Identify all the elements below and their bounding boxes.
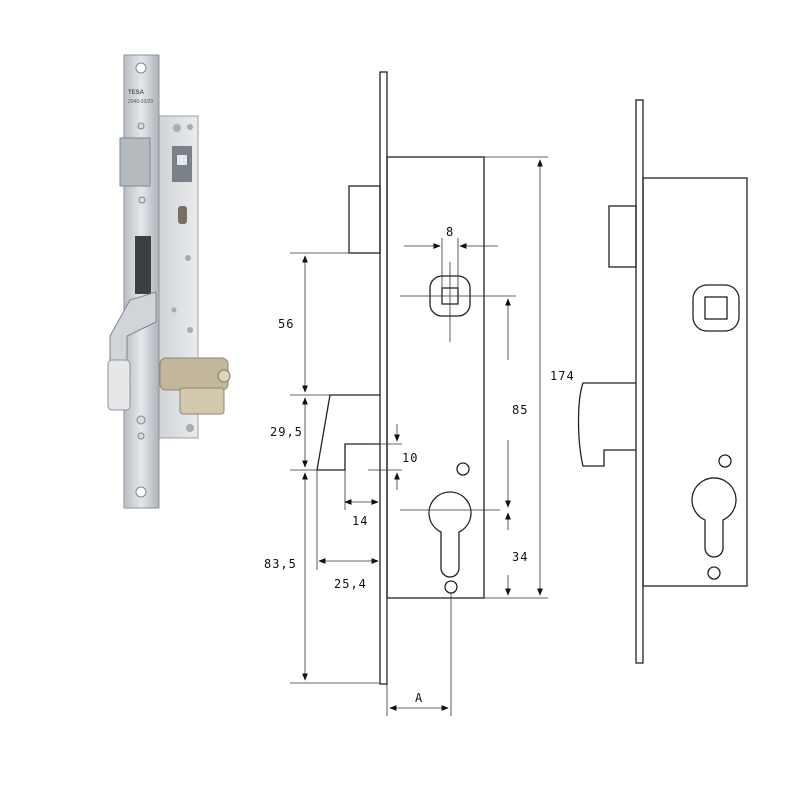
drawing-deadbolt xyxy=(348,185,381,254)
outline-spindle-square xyxy=(704,296,728,320)
outline-view xyxy=(577,99,748,664)
case-screw-icon xyxy=(187,327,193,333)
outline-hole xyxy=(718,454,732,468)
dim-backset-spindle: 56 xyxy=(278,317,294,331)
bolt-window xyxy=(135,236,151,294)
dimensioned-drawing: 8 56 29,5 83,5 10 14 25,4 xyxy=(264,71,575,716)
brand-mark: TESA xyxy=(128,90,145,96)
case-screw-icon xyxy=(173,124,181,132)
drawing-case xyxy=(386,156,485,599)
drawing-faceplate xyxy=(379,71,388,685)
outline-deadbolt xyxy=(608,205,637,268)
drawing-cylinder-profile xyxy=(428,491,472,578)
spindle-hole xyxy=(177,155,187,165)
dim-bolt-throw: 25,4 xyxy=(334,577,367,591)
case-slot xyxy=(178,206,187,224)
dim-total-height: 174 xyxy=(550,369,575,383)
drawing-hook-bolt xyxy=(316,394,380,471)
dim-bolt-depth: 14 xyxy=(352,514,368,528)
faceplate-screw-icon xyxy=(137,432,145,440)
keyhole-icon xyxy=(217,369,231,383)
case-screw-icon xyxy=(186,424,194,432)
outline-hole-bottom xyxy=(707,566,721,580)
faceplate-screw-icon xyxy=(137,122,145,130)
dim-bolt-gap: 10 xyxy=(402,451,418,465)
faceplate xyxy=(123,54,160,509)
model-mark: 2040-20/20 xyxy=(128,99,154,105)
outline-faceplate xyxy=(635,99,644,664)
faceplate-screw-icon xyxy=(138,196,146,204)
case-screw-icon xyxy=(187,124,193,130)
faceplate-screw-icon xyxy=(136,415,146,425)
deadbolt xyxy=(119,137,151,187)
drawing-hole-bottom xyxy=(444,580,458,594)
faceplate-screw-bottom-icon xyxy=(135,486,147,498)
cylinder-cam xyxy=(179,387,225,415)
cylinder-face xyxy=(107,359,131,411)
outline-spindle-hub xyxy=(692,284,740,332)
case-screw-icon xyxy=(185,255,191,261)
dim-cylinder-offset: 83,5 xyxy=(264,557,297,571)
dim-cylinder-to-bottom: 34 xyxy=(512,550,528,564)
outline-cylinder-profile xyxy=(691,477,737,558)
dim-centre-distance: 85 xyxy=(512,403,528,417)
outline-hook-bolt xyxy=(577,382,636,467)
drawing-hole xyxy=(456,462,470,476)
dim-spindle: 8 xyxy=(446,225,454,239)
lock-photo: TESA 2040-20/20 xyxy=(107,54,231,509)
euro-cylinder xyxy=(159,357,229,391)
dim-latch-height: 29,5 xyxy=(270,425,303,439)
dim-backset: A xyxy=(415,691,423,705)
outline-case xyxy=(642,177,748,587)
faceplate-screw-top-icon xyxy=(135,62,147,74)
case-screw-icon xyxy=(171,307,177,313)
